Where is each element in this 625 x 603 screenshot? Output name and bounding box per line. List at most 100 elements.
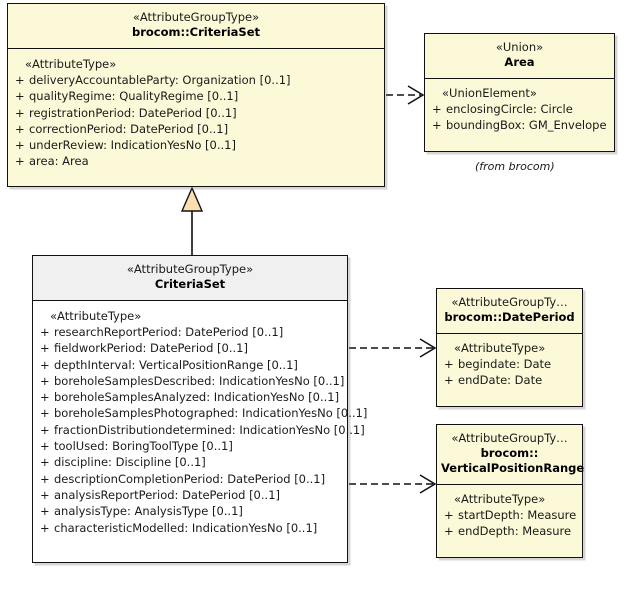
visibility-marker: + [15, 105, 25, 120]
class-header-criteriaset: «AttributeGroupType» CriteriaSet [33, 256, 347, 301]
attribute-signature: correctionPeriod: DatePeriod [0..1] [29, 121, 229, 136]
package-origin-note: (from brocom) [475, 160, 555, 173]
attribute-row: + endDepth: Measure [440, 523, 579, 539]
attribute-row: +area: Area [11, 153, 381, 169]
attribute-compartment-label: «UnionElement» [442, 86, 537, 100]
attribute-signature: depthInterval: VerticalPositionRange [0.… [54, 357, 298, 372]
visibility-marker: + [444, 357, 454, 371]
class-header-brocom-criteriaset: «AttributeGroupType» brocom::CriteriaSet [8, 4, 384, 49]
class-name: brocom:: [480, 446, 539, 460]
class-box-brocom-verticalpositionrange[interactable]: «AttributeGroupTy… brocom:: VerticalPosi… [436, 424, 585, 558]
attribute-signature: researchReportPeriod: DatePeriod [0..1] [54, 325, 284, 339]
visibility-marker: + [40, 357, 50, 372]
attribute-row: + characteristicModelled: IndicationYesNo… [36, 520, 344, 536]
visibility-marker: + [432, 118, 442, 133]
attribute-row: + boreholeSamplesDescribed: IndicationYes… [36, 373, 344, 389]
attribute-signature: boreholeSamplesPhotographed: IndicationY… [54, 406, 368, 421]
attribute-row: + analysisReportPeriod: DatePeriod [0..1] [36, 487, 344, 503]
attribute-signature: endDepth: Measure [458, 524, 572, 539]
attribute-signature: boundingBox: GM_Envelope [446, 118, 607, 133]
attribute-signature: analysisReportPeriod: DatePeriod [0..1] [54, 487, 280, 502]
attribute-row: + boundingBox: GM_Envelope [428, 117, 611, 133]
dependency-criteriaset-to-dateperiod [349, 338, 437, 358]
visibility-marker: + [15, 73, 25, 87]
class-name: Area [504, 55, 535, 69]
attribute-row: + analysisType: AnalysisType [0..1] [36, 503, 344, 519]
dependency-brocom-criteriaset-to-area [386, 85, 425, 105]
attribute-signature: startDepth: Measure [458, 508, 577, 522]
attribute-row: + startDepth: Measure [440, 507, 579, 523]
attribute-compartment-label: «AttributeType» [454, 492, 546, 506]
attribute-row: + qualityRegime: QualityRegime [0..1] [11, 88, 381, 104]
visibility-marker: + [40, 373, 50, 388]
class-attributes-brocom-dateperiod: «AttributeType» +begindate: Date +endDat… [437, 334, 582, 406]
class-attributes-criteriaset: «AttributeType» + researchReportPeriod: D… [33, 301, 367, 562]
class-stereotype: «AttributeGroupTy… [451, 431, 568, 445]
visibility-marker: + [432, 102, 442, 116]
class-attributes-brocom-criteriaset: «AttributeType» + deliveryAccountablePart… [8, 49, 384, 186]
visibility-marker: + [40, 471, 50, 486]
visibility-marker: + [444, 508, 454, 522]
class-box-criteriaset[interactable]: «AttributeGroupType» CriteriaSet «Attrib… [32, 255, 367, 563]
class-stereotype: «AttributeGroupTy… [451, 295, 568, 309]
attribute-row: + deliveryAccountableParty: Organization … [11, 72, 381, 88]
attribute-row: + enclosingCircle: Circle [428, 101, 611, 117]
attribute-signature: analysisType: AnalysisType [0..1] [54, 504, 243, 519]
attribute-signature: characteristicModelled: IndicationYesNo … [54, 520, 318, 535]
visibility-marker: + [40, 341, 50, 356]
attribute-compartment-label: «AttributeType» [25, 57, 117, 71]
visibility-marker: + [40, 455, 50, 470]
attribute-signature: qualityRegime: QualityRegime [0..1] [29, 89, 239, 104]
attribute-row: +boreholeSamplesPhotographed: Indication… [36, 405, 367, 421]
attribute-signature: fieldworkPeriod: DatePeriod [0..1] [54, 341, 248, 356]
visibility-marker: + [444, 373, 454, 388]
visibility-marker: + [40, 390, 50, 405]
visibility-marker: + [15, 89, 25, 104]
attribute-signature: endDate: Date [458, 373, 543, 388]
attribute-signature: boreholeSamplesAnalyzed: IndicationYesNo… [54, 390, 340, 405]
attribute-row: +toolUsed: BoringToolType [0..1] [36, 438, 344, 454]
attribute-row: + underReview: IndicationYesNo [0..1] [11, 137, 381, 153]
attribute-row: + descriptionCompletionPeriod: DatePeriod… [36, 471, 344, 487]
attribute-row: + correctionPeriod: DatePeriod [0..1] [11, 121, 381, 137]
class-box-area[interactable]: «Union» Area «UnionElement» + enclosingCi… [424, 33, 615, 152]
visibility-marker: + [40, 422, 50, 437]
visibility-marker: + [40, 325, 50, 339]
class-attributes-brocom-verticalpositionrange: «AttributeType» + startDepth: Measure + en… [437, 485, 582, 557]
class-stereotype: «Union» [495, 40, 544, 54]
class-stereotype: «AttributeGroupType» [126, 262, 254, 276]
visibility-marker: + [15, 154, 25, 169]
class-box-brocom-dateperiod[interactable]: «AttributeGroupTy… brocom::DatePeriod «A… [436, 288, 583, 407]
generalization-criteriaset-to-brocom-criteriaset [180, 186, 204, 255]
attribute-signature: descriptionCompletionPeriod: DatePeriod … [54, 471, 326, 486]
attribute-row: + boreholeSamplesAnalyzed: IndicationYesN… [36, 389, 344, 405]
visibility-marker: + [40, 520, 50, 535]
attribute-signature: begindate: Date [458, 357, 552, 371]
class-name: CriteriaSet [154, 277, 226, 291]
attribute-signature: enclosingCircle: Circle [446, 102, 573, 116]
attribute-signature: toolUsed: BoringToolType [0..1] [54, 439, 233, 454]
attribute-signature: deliveryAccountableParty: Organization [… [29, 73, 291, 87]
class-header-area: «Union» Area [425, 34, 614, 79]
attribute-row: + fractionDistributiondetermined: Indicat… [36, 422, 365, 438]
visibility-marker: + [40, 504, 50, 519]
visibility-marker: + [15, 138, 25, 153]
class-header-brocom-verticalpositionrange: «AttributeGroupTy… brocom:: VerticalPosi… [437, 425, 585, 485]
attribute-row: + discipline: Discipline [0..1] [36, 454, 344, 470]
attribute-row: + depthInterval: VerticalPositionRange [0… [36, 357, 344, 373]
attribute-row: + fieldworkPeriod: DatePeriod [0..1] [36, 340, 344, 356]
attribute-signature: fractionDistributiondetermined: Indicati… [54, 422, 365, 437]
attribute-signature: discipline: Discipline [0..1] [54, 455, 206, 470]
class-attributes-area: «UnionElement» +enclosingCircle: Circle … [425, 79, 614, 151]
attribute-signature: underReview: IndicationYesNo [0..1] [29, 138, 236, 153]
class-box-brocom-criteriaset[interactable]: «AttributeGroupType» brocom::CriteriaSet… [7, 3, 385, 187]
class-name-line2: VerticalPositionRange [441, 461, 585, 475]
attribute-signature: boreholeSamplesDescribed: IndicationYesN… [54, 373, 345, 388]
class-stereotype: «AttributeGroupType» [132, 10, 260, 24]
attribute-compartment-label: «AttributeType» [50, 309, 142, 323]
attribute-row: + endDate: Date [440, 372, 579, 388]
attribute-row: +registrationPeriod: DatePeriod [0..1] [11, 105, 381, 121]
visibility-marker: + [444, 524, 454, 539]
visibility-marker: + [40, 487, 50, 502]
visibility-marker: + [15, 121, 25, 136]
